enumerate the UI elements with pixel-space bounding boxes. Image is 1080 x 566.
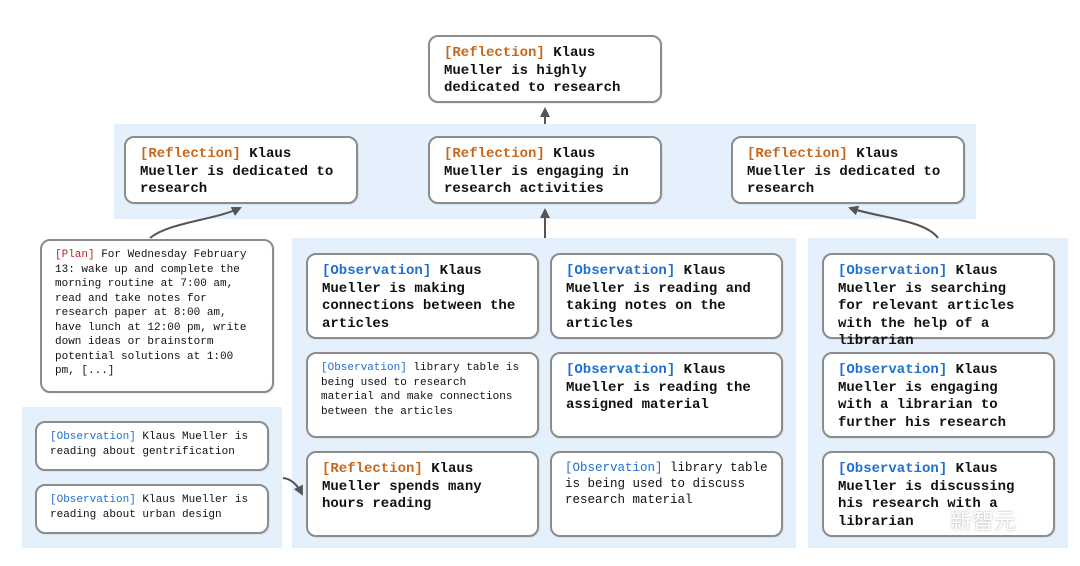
node-text: Klaus Mueller is dedicated to research	[140, 146, 334, 197]
node-text: Klaus Mueller is reading about urban des…	[50, 494, 249, 521]
reflection-tag: [Reflection]	[747, 146, 848, 162]
reflection-tag: [Reflection]	[444, 45, 545, 61]
top-reflection-node: [Reflection] Klaus Mueller is highly ded…	[428, 35, 662, 103]
node-text: library table is being used to research …	[321, 362, 520, 418]
observation-tag: [Observation]	[566, 362, 676, 378]
wechat-icon	[918, 509, 944, 531]
reflection-tag: [Reflection]	[140, 146, 241, 162]
reflection-hours-reading-node: [Reflection] Klaus Mueller spends many h…	[306, 451, 539, 537]
observation-assigned-material-node: [Observation] Klaus Mueller is reading t…	[550, 352, 783, 438]
observation-discussing-node: [Observation] Klaus Mueller is discussin…	[822, 451, 1055, 537]
node-text: Klaus Mueller is dedicated to research	[747, 146, 941, 197]
observation-tag: [Observation]	[322, 263, 432, 279]
observation-table-discuss-node: [Observation] library table is being use…	[550, 451, 783, 537]
observation-tag: [Observation]	[838, 461, 948, 477]
observation-tag: [Observation]	[565, 461, 663, 475]
node-text: Klaus Mueller is searching for relevant …	[838, 263, 1015, 349]
observation-tag: [Observation]	[566, 263, 676, 279]
watermark-text: 新智元	[950, 510, 1017, 535]
arrow-left-band-to-reflection	[282, 477, 303, 496]
node-text: Klaus Mueller is reading the assigned ma…	[566, 362, 751, 413]
reflection-tag: [Reflection]	[444, 146, 545, 162]
observation-table-connections-node: [Observation] library table is being use…	[306, 352, 539, 438]
right-reflection-node: [Reflection] Klaus Mueller is dedicated …	[731, 136, 965, 204]
observation-engaging-librarian-node: [Observation] Klaus Mueller is engaging …	[822, 352, 1055, 438]
observation-urban-design-node: [Observation] Klaus Mueller is reading a…	[35, 484, 269, 534]
plan-tag: [Plan]	[55, 249, 95, 261]
node-text: Klaus Mueller is discussing his research…	[838, 461, 1015, 530]
node-text: Klaus Mueller is reading and taking note…	[566, 263, 751, 332]
arrow-plan-to-left-reflection	[149, 206, 242, 239]
observation-tag: [Observation]	[50, 431, 136, 443]
observation-tag: [Observation]	[50, 494, 136, 506]
node-text: For Wednesday February 13: wake up and c…	[55, 249, 247, 377]
node-text: Klaus Mueller is engaging with a librari…	[838, 362, 1007, 431]
watermark: 新智元	[918, 504, 1016, 536]
node-text: Klaus Mueller spends many hours reading	[322, 461, 482, 512]
plan-node: [Plan] For Wednesday February 13: wake u…	[40, 239, 274, 393]
observation-reading-notes-node: [Observation] Klaus Mueller is reading a…	[550, 253, 783, 339]
reflection-tag: [Reflection]	[322, 461, 423, 477]
observation-tag: [Observation]	[838, 362, 948, 378]
observation-tag: [Observation]	[321, 362, 407, 374]
observation-tag: [Observation]	[838, 263, 948, 279]
node-text: Klaus Mueller is highly dedicated to res…	[444, 45, 621, 96]
center-reflection-node: [Reflection] Klaus Mueller is engaging i…	[428, 136, 662, 204]
node-text: Klaus Mueller is engaging in research ac…	[444, 146, 629, 197]
left-reflection-node: [Reflection] Klaus Mueller is dedicated …	[124, 136, 358, 204]
node-text: library table is being used to discuss r…	[565, 461, 768, 507]
observation-gentrification-node: [Observation] Klaus Mueller is reading a…	[35, 421, 269, 471]
observation-searching-node: [Observation] Klaus Mueller is searching…	[822, 253, 1055, 349]
observation-connections-node: [Observation] Klaus Mueller is making co…	[306, 253, 539, 339]
arrow-right-to-right-reflection	[848, 205, 939, 239]
node-text: Klaus Mueller is reading about gentrific…	[50, 431, 249, 458]
node-text: Klaus Mueller is making connections betw…	[322, 263, 516, 332]
